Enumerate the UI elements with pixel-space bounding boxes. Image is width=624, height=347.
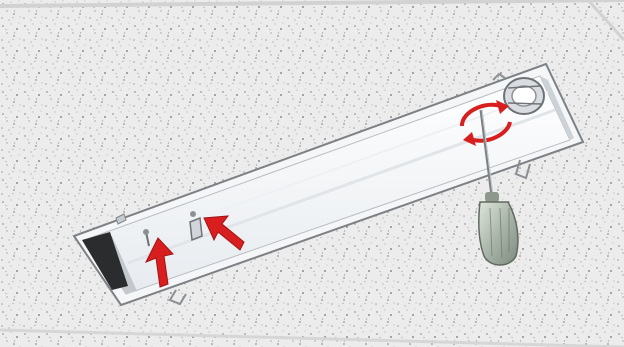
- ceiling-fixture-illustration: [0, 0, 624, 347]
- illustration-frame: [0, 0, 624, 347]
